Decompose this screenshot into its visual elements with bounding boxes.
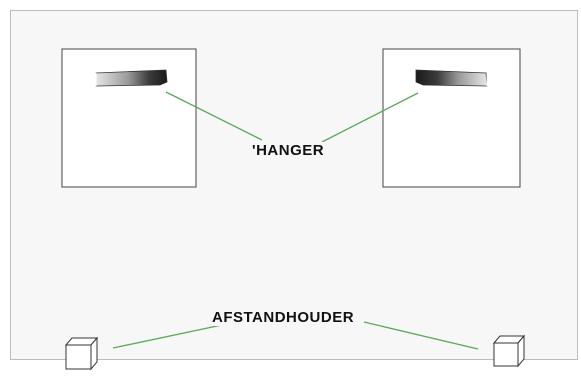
leader-line-spacer-left — [112, 321, 237, 349]
leader-line-hanger-left — [165, 91, 263, 141]
hanger-bracket-icon — [415, 69, 488, 87]
spacer-label: AFSTANDHOUDER — [212, 309, 355, 326]
spacer-cube-icon — [64, 336, 99, 371]
panel-right — [382, 48, 521, 188]
panel-left — [61, 48, 197, 188]
leader-line-spacer-right — [363, 321, 479, 350]
hanger-bracket-icon — [95, 69, 168, 87]
spacer-cube-icon — [492, 334, 526, 368]
leader-line-hanger-right — [321, 92, 419, 143]
hanger-label: 'HANGER — [252, 142, 325, 159]
